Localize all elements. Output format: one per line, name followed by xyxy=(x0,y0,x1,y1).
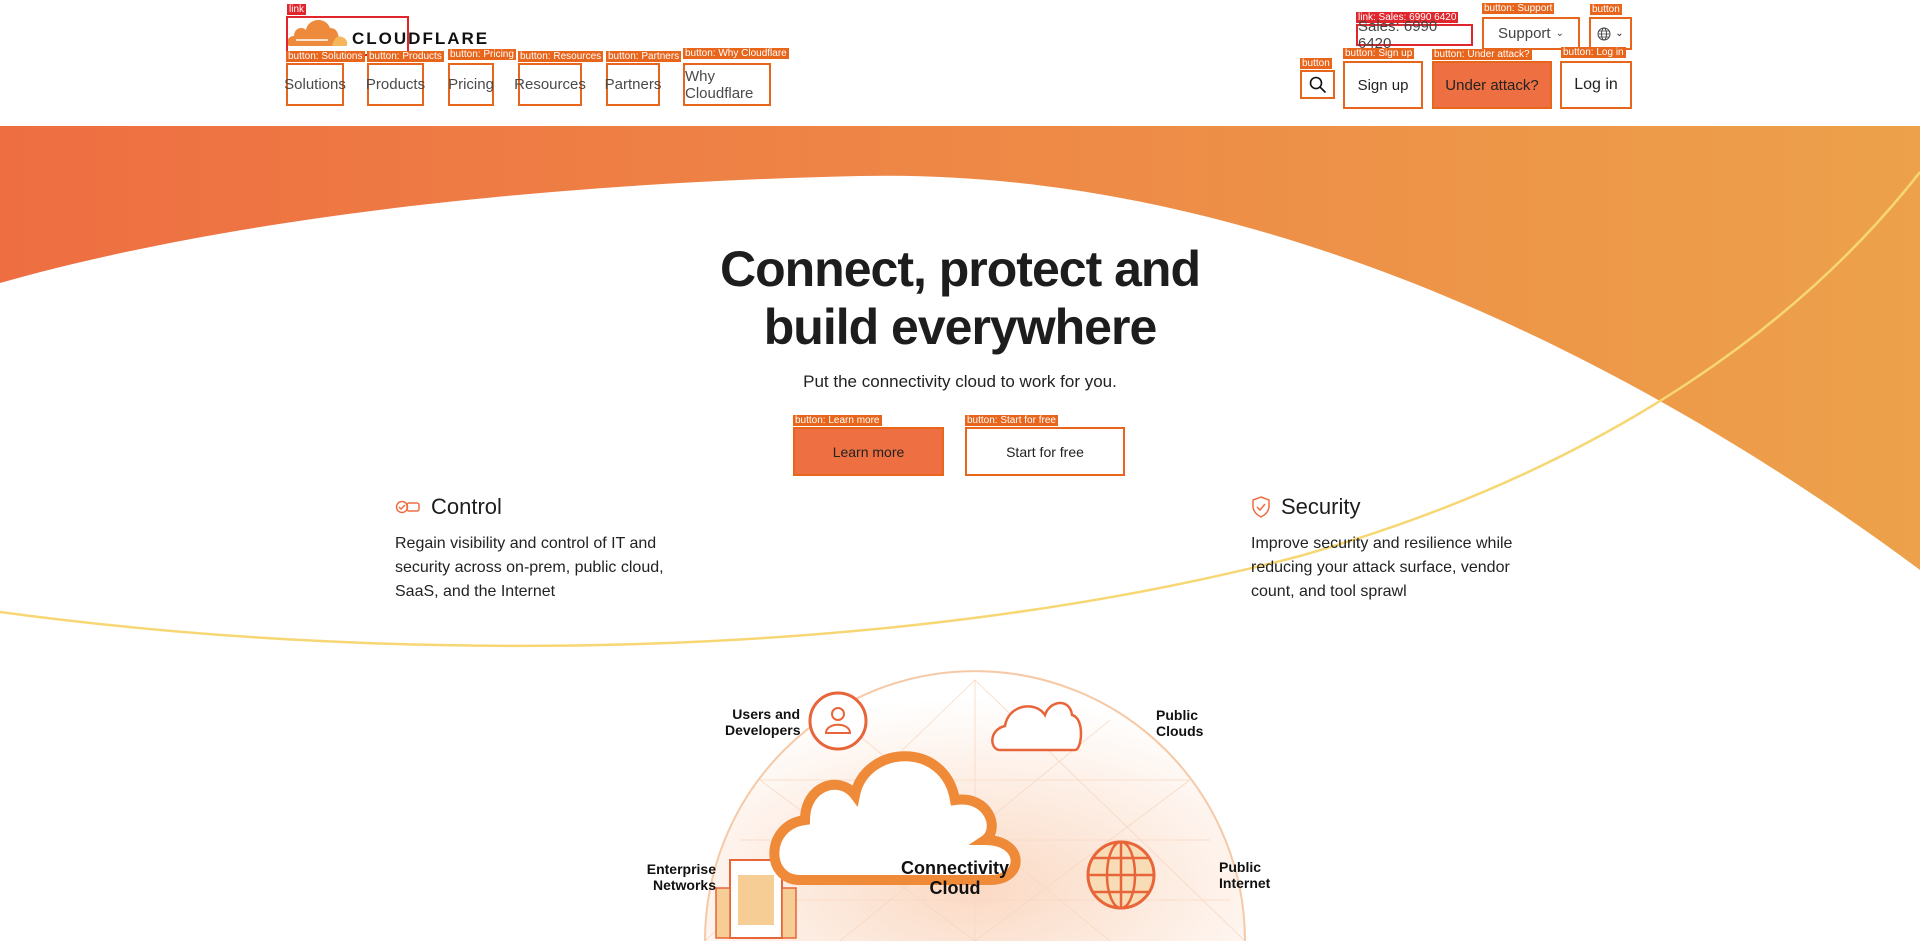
feature-title: Security xyxy=(1281,494,1361,519)
overlay-tag: button: Resources xyxy=(518,51,604,62)
logo-link-outline xyxy=(286,16,409,56)
public-clouds-icon xyxy=(991,701,1083,752)
overlay-tag: button: Log in xyxy=(1561,47,1626,58)
feature-text: Regain visibility and control of IT and … xyxy=(395,535,664,600)
overlay-tag: button: Support xyxy=(1482,3,1555,14)
label-line: Networks xyxy=(652,877,716,893)
overlay-tag: link xyxy=(287,4,307,15)
building-icon xyxy=(715,859,797,939)
support-button[interactable]: Support ⌄ xyxy=(1482,17,1580,50)
under-attack-button[interactable]: Under attack? xyxy=(1432,61,1552,109)
nav-solutions[interactable]: Solutions xyxy=(284,63,346,106)
search-button[interactable] xyxy=(1300,70,1335,99)
overlay-tag: button: Partners xyxy=(606,51,682,62)
sign-up-button[interactable]: Sign up xyxy=(1343,61,1423,109)
sales-phone-link[interactable]: Sales: 6990 6420 xyxy=(1356,18,1473,52)
label-line: Internet xyxy=(1219,875,1271,891)
nav-partners[interactable]: Partners xyxy=(605,63,661,106)
learn-more-button[interactable]: Learn more xyxy=(793,427,944,476)
chevron-down-icon: ⌄ xyxy=(1615,28,1624,39)
connectivity-cloud-icon xyxy=(769,751,1021,885)
overlay-tag: button: Solutions xyxy=(286,51,365,62)
hero-subtitle: Put the connectivity cloud to work for y… xyxy=(803,372,1117,391)
hero-title-line1: Connect, protect and xyxy=(719,241,1201,297)
connectivity-diagram xyxy=(704,670,1246,941)
language-button[interactable]: ⌄ xyxy=(1589,17,1632,50)
label-line: Enterprise xyxy=(646,861,716,877)
feature-title: Control xyxy=(431,494,502,519)
overlay-tag: button xyxy=(1300,58,1332,69)
hero-background xyxy=(0,126,1920,648)
overlay-tag: button: Start for free xyxy=(965,415,1058,426)
overlay-tag: button: Why Cloudflare xyxy=(683,48,789,59)
log-in-button[interactable]: Log in xyxy=(1560,61,1632,109)
label-line: Clouds xyxy=(1156,723,1204,739)
overlay-tag: button: Under attack? xyxy=(1432,49,1532,60)
overlay-tag: link: Sales: 6990 6420 xyxy=(1356,12,1459,23)
label-line: Public xyxy=(1156,707,1199,723)
overlay-tag: button: Products xyxy=(367,51,444,62)
cloudflare-logo[interactable]: CLOUDFLARE xyxy=(286,14,490,48)
globe-icon xyxy=(1086,840,1156,910)
support-label: Support xyxy=(1498,25,1551,42)
feature-text: Improve security and resilience while re… xyxy=(1251,535,1513,600)
label-line: Users and xyxy=(732,706,800,722)
overlay-tag: button: Pricing xyxy=(448,49,516,60)
nav-pricing[interactable]: Pricing xyxy=(448,63,494,106)
cloudflare-cloud-icon xyxy=(287,19,348,46)
shield-check-icon xyxy=(1252,496,1270,518)
nav-why-cloudflare[interactable]: Why Cloudflare xyxy=(683,63,771,106)
logo-text: CLOUDFLARE xyxy=(352,29,490,48)
feature-control: Control Regain visibility and control of… xyxy=(395,494,685,604)
control-icon xyxy=(395,500,420,514)
chevron-down-icon: ⌄ xyxy=(1555,28,1564,39)
label-line: Connectivity xyxy=(900,858,1010,878)
nav-resources[interactable]: Resources xyxy=(514,63,586,106)
hero-title-line2: build everywhere xyxy=(763,299,1157,355)
overlay-tag: button: Learn more xyxy=(793,415,882,426)
start-free-button[interactable]: Start for free xyxy=(965,427,1125,476)
label-line: Developers xyxy=(725,722,801,738)
overlay-tag: button xyxy=(1590,4,1622,15)
globe-icon xyxy=(1597,27,1611,40)
feature-security: Security Improve security and resilience… xyxy=(1251,494,1541,604)
nav-products[interactable]: Products xyxy=(366,63,425,106)
search-icon xyxy=(1309,76,1326,93)
label-line: Public xyxy=(1219,859,1262,875)
label-line: Cloud xyxy=(929,878,981,898)
overlay-tag: button: Sign up xyxy=(1343,48,1415,59)
users-icon xyxy=(808,691,868,751)
